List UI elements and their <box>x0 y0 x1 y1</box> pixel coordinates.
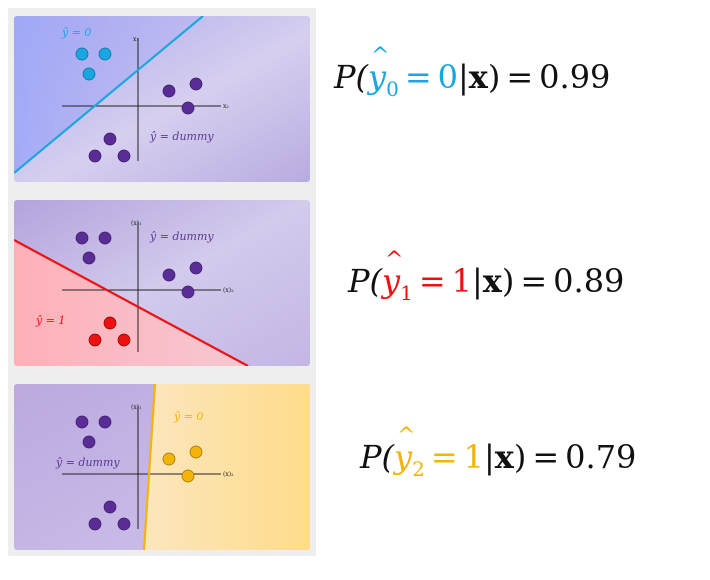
classifier-plot-1: (x)₁ (x)₂ ŷ = 1 ŷ = dummy <box>14 200 310 366</box>
y-axis-label: (x)₁ <box>131 220 141 227</box>
probability-equation-2: P(y2=1|x)=0.79 <box>360 424 637 481</box>
eq-bar: | <box>484 438 495 476</box>
class-label: ŷ = 0 <box>61 26 91 39</box>
data-point <box>98 415 112 429</box>
eq-value: 1 <box>451 262 472 300</box>
dummy-label: ŷ = dummy <box>55 456 120 469</box>
class-label: ŷ = 1 <box>35 314 65 327</box>
decision-boundary <box>14 16 204 174</box>
data-point <box>162 268 176 282</box>
data-point <box>82 67 96 81</box>
eq-equals: = <box>430 438 458 476</box>
data-point <box>88 149 102 163</box>
data-point <box>82 435 96 449</box>
data-point <box>88 517 102 531</box>
data-point <box>75 415 89 429</box>
y-axis-label: x₁ <box>133 36 139 43</box>
dummy-label: ŷ = dummy <box>149 230 214 243</box>
data-point <box>82 251 96 265</box>
eq-probability: 0.89 <box>553 262 625 300</box>
class-label: ŷ = 0 <box>173 410 203 423</box>
data-point <box>189 261 203 275</box>
eq-equals-2: = <box>520 262 548 300</box>
classifier-plot-2: (x)₁ (x)₂ ŷ = 0 ŷ = dummy <box>14 384 310 550</box>
eq-close: ) <box>513 438 527 476</box>
classifier-panel-2: (x)₁ (x)₂ ŷ = 0 ŷ = dummy <box>14 384 310 550</box>
eq-equals-2: = <box>532 438 560 476</box>
data-point <box>162 452 176 466</box>
eq-var: y <box>394 424 416 476</box>
eq-x: x <box>482 262 502 300</box>
eq-bar: | <box>458 58 469 96</box>
data-point <box>181 469 195 483</box>
classifier-panel-1: (x)₁ (x)₂ ŷ = 1 ŷ = dummy <box>14 200 310 366</box>
x-axis-label: (x)₂ <box>223 471 234 478</box>
eq-equals: = <box>404 58 432 96</box>
y-axis-label: (x)₁ <box>131 404 141 411</box>
data-point <box>98 231 112 245</box>
classifier-plot-0: x₁ x₂ ŷ = 0 ŷ = dummy <box>14 16 310 182</box>
data-point <box>162 84 176 98</box>
classifier-panel-0: x₁ x₂ ŷ = 0 ŷ = dummy <box>14 16 310 182</box>
data-point <box>189 445 203 459</box>
x-axis-label: (x)₂ <box>223 287 234 294</box>
data-point <box>103 316 117 330</box>
data-point <box>103 132 117 146</box>
eq-bar: | <box>472 262 483 300</box>
eq-var: y <box>368 44 390 96</box>
data-point <box>88 333 102 347</box>
eq-x: x <box>468 58 488 96</box>
data-point <box>98 47 112 61</box>
decision-boundary <box>14 239 249 366</box>
eq-equals-2: = <box>506 58 534 96</box>
eq-subscript: 0 <box>386 77 399 101</box>
data-point <box>117 517 131 531</box>
class-region <box>144 384 310 550</box>
eq-value: 0 <box>437 58 458 96</box>
eq-value: 1 <box>463 438 484 476</box>
data-point <box>103 500 117 514</box>
data-point <box>189 77 203 91</box>
x-axis-label: x₂ <box>223 103 229 110</box>
data-point <box>181 101 195 115</box>
eq-x: x <box>494 438 514 476</box>
data-point <box>117 333 131 347</box>
eq-prefix: P( <box>348 262 383 300</box>
eq-equals: = <box>418 262 446 300</box>
data-point <box>75 47 89 61</box>
eq-probability: 0.79 <box>565 438 637 476</box>
eq-close: ) <box>501 262 515 300</box>
data-point <box>75 231 89 245</box>
eq-prefix: P( <box>334 58 369 96</box>
eq-close: ) <box>487 58 501 96</box>
probability-equation-1: P(y1=1|x)=0.89 <box>348 248 625 305</box>
eq-subscript: 2 <box>412 457 425 481</box>
eq-prefix: P( <box>360 438 395 476</box>
data-point <box>181 285 195 299</box>
dummy-label: ŷ = dummy <box>149 130 214 143</box>
probability-equation-0: P(y0=0|x)=0.99 <box>334 44 611 101</box>
eq-var: y <box>382 248 404 300</box>
eq-probability: 0.99 <box>539 58 611 96</box>
decision-boundary <box>142 384 157 550</box>
data-point <box>117 149 131 163</box>
eq-subscript: 1 <box>400 281 413 305</box>
